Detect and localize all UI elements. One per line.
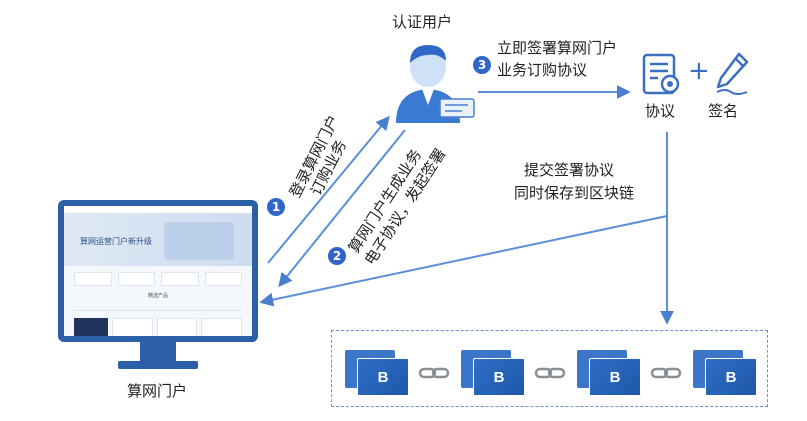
block-3-label: B (609, 368, 621, 386)
submit-line1: 提交签署协议 (524, 161, 615, 179)
block-2: B (461, 350, 527, 396)
screen-cards (64, 266, 252, 292)
step2-arrow (278, 129, 406, 288)
chain-link-icon (534, 367, 566, 379)
agreement-label: 协议 (645, 102, 676, 120)
submit-line2: 同时保存到区块链 (514, 184, 635, 202)
portal-label: 算网门户 (127, 382, 188, 400)
user-title: 认证用户 (392, 13, 453, 31)
portal-monitor: 算网运营门户新升级 精选产品 (58, 200, 258, 342)
step-3-line2: 业务订购协议 (497, 61, 588, 79)
block-3: B (577, 350, 643, 396)
chain-link-icon (650, 367, 682, 379)
block-1: B (345, 350, 411, 396)
monitor-neck (140, 342, 176, 362)
plus-sign: + (688, 56, 710, 86)
chain-link-icon (418, 367, 450, 379)
screen-illustration (164, 222, 234, 260)
monitor-screen: 算网运营门户新升级 精选产品 (64, 206, 252, 336)
submit-arrow (259, 215, 668, 307)
step-1-badge: 1 (267, 198, 285, 216)
block-1-label: B (377, 368, 389, 386)
block-4-label: B (725, 368, 737, 386)
blockchain-container (331, 330, 768, 407)
pen-icon (716, 52, 749, 95)
step1-arrow (267, 115, 390, 264)
agreement-icon (642, 53, 680, 95)
screen-banner-text: 算网运营门户新升级 (80, 237, 152, 246)
step-3-badge: 3 (473, 56, 491, 74)
screen-section-title: 精选产品 (147, 293, 168, 299)
screen-banner: 算网运营门户新升级 (64, 214, 252, 266)
block-2-label: B (493, 368, 505, 386)
user-icon (396, 45, 475, 123)
monitor-base (118, 361, 198, 369)
screen-tabs (74, 302, 242, 311)
block-4: B (693, 350, 759, 396)
step-2-badge: 2 (328, 247, 346, 265)
screen-navbar (64, 206, 252, 214)
step-3-line1: 立即签署算网门户 (497, 39, 618, 57)
screen-products (64, 314, 252, 336)
signature-label: 签名 (708, 102, 739, 120)
